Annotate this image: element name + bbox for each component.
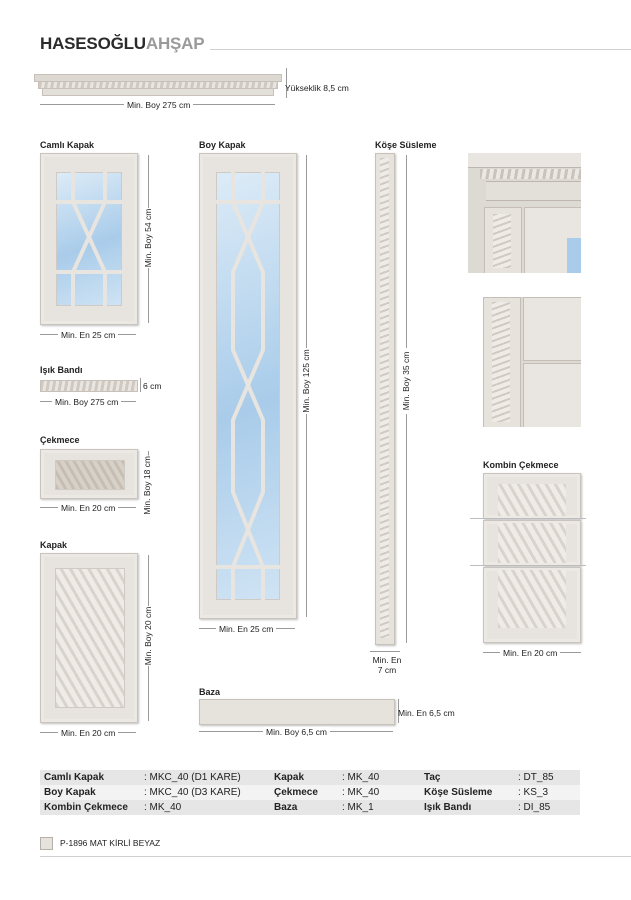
spec-value: : DT_85: [518, 772, 554, 783]
kombin-cekmece-title: Kombin Çekmece: [483, 460, 559, 470]
spec-key: Baza: [274, 802, 298, 813]
spec-value: : DI_85: [518, 802, 551, 813]
tall-door: [199, 153, 297, 619]
camli-kapak-title: Camlı Kapak: [40, 140, 95, 150]
brand-light: AHŞAP: [145, 34, 205, 53]
spec-table: Camlı Kapak : MKC_40 (D1 KARE) Kapak : M…: [40, 770, 580, 815]
combined-drawer: [483, 473, 581, 643]
cekmece-title: Çekmece: [40, 435, 80, 445]
corner-trim: [375, 153, 395, 645]
kombin-width-label: Min. En 20 cm: [500, 648, 561, 658]
table-row: Kombin Çekmece : MK_40 Baza : MK_1 Işık …: [40, 800, 580, 815]
isik-height-label: 6 cm: [143, 381, 162, 391]
kapak-height-label: Min. Boy 20 cm: [143, 606, 153, 666]
spec-key: Köşe Süsleme: [424, 787, 493, 798]
baza-length-label: Min. Boy 6,5 cm: [263, 727, 330, 737]
plinth: [199, 699, 395, 725]
camli-kapak-door: [40, 153, 138, 325]
brand-title: HASESOĞLUAHŞAP: [40, 34, 205, 54]
spec-value: : MK_1: [342, 802, 374, 813]
spec-key: Işık Bandı: [424, 802, 472, 813]
kose-susleme-title: Köşe Süsleme: [375, 140, 437, 150]
header-rule: [210, 49, 631, 50]
cekmece-height-label: Min. Boy 18 cm: [142, 456, 152, 515]
footer-rule: [40, 856, 631, 857]
spec-value: : MK_40: [144, 802, 182, 813]
color-name: P-1896 MAT KİRLİ BEYAZ: [60, 838, 161, 848]
spec-value: : MKC_40 (D3 KARE): [144, 787, 241, 798]
boy-kapak-title: Boy Kapak: [199, 140, 246, 150]
baza-title: Baza: [199, 687, 221, 697]
spec-key: Taç: [424, 772, 441, 783]
camli-height-label: Min. Boy 54 cm: [143, 208, 153, 268]
spec-value: : MKC_40 (D1 KARE): [144, 772, 241, 783]
crown-height-label: Yükseklik 8,5 cm: [285, 83, 349, 93]
spec-value: : MK_40: [342, 772, 380, 783]
isik-length-label: Min. Boy 275 cm: [52, 397, 122, 407]
kapak-title: Kapak: [40, 540, 68, 550]
kapak-width-label: Min. En 20 cm: [58, 728, 119, 738]
spec-key: Kapak: [274, 772, 305, 783]
kose-height-label: Min. Boy 35 cm: [401, 348, 411, 414]
brand-bold: HASESOĞLU: [40, 34, 146, 53]
color-swatch: [40, 837, 53, 850]
table-row: Camlı Kapak : MKC_40 (D1 KARE) Kapak : M…: [40, 770, 580, 785]
drawer-front: [40, 449, 138, 499]
crown-molding: [34, 74, 282, 96]
cekmece-width-label: Min. En 20 cm: [58, 503, 119, 513]
spec-key: Camlı Kapak: [44, 772, 105, 783]
camli-width-label: Min. En 25 cm: [58, 330, 119, 340]
spec-value: : KS_3: [518, 787, 549, 798]
spec-key: Boy Kapak: [44, 787, 96, 798]
table-row: Boy Kapak : MKC_40 (D3 KARE) Çekmece : M…: [40, 785, 580, 800]
boy-width-label: Min. En 25 cm: [216, 624, 277, 634]
isik-bandi-title: Işık Bandı: [40, 365, 83, 375]
baza-height-label: Min. En 6,5 cm: [398, 708, 455, 718]
crown-length-label: Min. Boy 275 cm: [124, 100, 194, 110]
spec-key: Kombin Çekmece: [44, 802, 128, 813]
kombin-divider-2: [470, 565, 586, 566]
boy-height-label: Min. Boy 125 cm: [301, 348, 311, 414]
spec-value: : MK_40: [342, 787, 380, 798]
detail-photo-drawer: [483, 297, 581, 427]
spec-key: Çekmece: [274, 787, 318, 798]
light-strip: [40, 380, 138, 392]
detail-photo-crown: [468, 153, 581, 273]
door-panel: [40, 553, 138, 723]
kose-width-label: Min. En 7 cm: [372, 655, 402, 675]
kombin-divider-1: [470, 518, 586, 519]
